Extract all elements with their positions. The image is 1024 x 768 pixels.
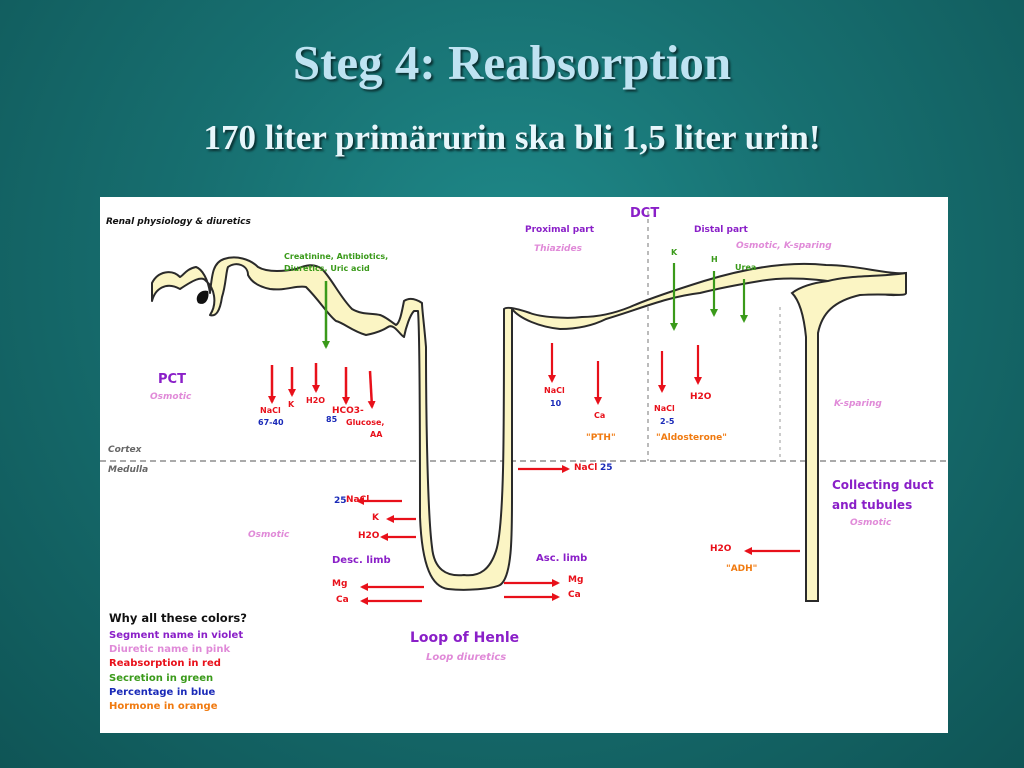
nephron-drawing xyxy=(100,211,948,605)
loop-asc-limb: Asc. limb xyxy=(536,553,588,564)
pct-diuretic: Osmotic xyxy=(150,392,192,402)
dct-pth: "PTH" xyxy=(586,433,616,443)
loop-desc-limb: Desc. limb xyxy=(332,555,391,566)
collecting-duct-label-line1: Collecting duct xyxy=(832,478,934,492)
dct-k-secretion: K xyxy=(671,248,678,257)
pct-hco3-pct: 85 xyxy=(326,415,338,424)
collecting-duct-label-line2: and tubules xyxy=(832,498,913,512)
dct-label: DCT xyxy=(630,206,660,221)
medulla-label: Medulla xyxy=(108,465,149,475)
collecting-k-sparing: K-sparing xyxy=(834,399,882,409)
collecting-osmotic: Osmotic xyxy=(850,518,892,528)
legend-item: Diuretic name in pink xyxy=(109,644,231,656)
bowman-capsule xyxy=(196,290,209,304)
loop-desc-nacl: NaCl xyxy=(346,495,370,505)
loop-desc-h2o: H2O xyxy=(358,531,380,541)
collecting-duct xyxy=(790,271,907,602)
nephron-diagram: Renal physiology & diuretics Cortex Medu… xyxy=(100,197,948,733)
slide-title: Steg 4: Reabsorption xyxy=(292,35,732,90)
legend-item: Percentage in blue xyxy=(109,686,216,698)
color-legend: Why all these colors? Segment name in vi… xyxy=(109,611,247,715)
loop-asc-mg: Mg xyxy=(568,575,584,585)
pct-k: K xyxy=(288,400,295,409)
dct-aldosterone: "Aldosterone" xyxy=(656,433,727,443)
pct-secretion-line1: Creatinine, Antibiotics, xyxy=(284,252,389,261)
loop-asc-nacl: NaCl xyxy=(574,463,598,473)
pct-hco3: HCO3- xyxy=(332,406,364,416)
dct-distal-part: Distal part xyxy=(694,225,748,235)
pct-nacl: NaCl xyxy=(260,406,281,415)
legend-item: Segment name in violet xyxy=(109,630,244,641)
dct-distal-nacl-pct: 2-5 xyxy=(660,417,675,426)
loop-osmotic: Osmotic xyxy=(248,530,290,540)
dct-distal-diuretic: Osmotic, K-sparing xyxy=(736,241,832,251)
collecting-h2o: H2O xyxy=(710,544,732,554)
pct-aa: AA xyxy=(370,430,383,439)
pct-secretion-line2: Diuretics, Uric acid xyxy=(284,264,370,273)
legend-item: Reabsorption in red xyxy=(109,658,221,670)
pct-h2o: H2O xyxy=(306,396,326,405)
loop-desc-ca: Ca xyxy=(336,595,349,605)
collecting-adh: "ADH" xyxy=(726,564,758,574)
loop-desc-nacl-pct: 25 xyxy=(334,496,347,506)
cortex-label: Cortex xyxy=(108,445,142,455)
pct-glucose: Glucose, xyxy=(346,418,385,427)
loop-label: Loop of Henle xyxy=(410,630,520,646)
loop-diuretic: Loop diuretics xyxy=(426,652,507,663)
loop-desc-mg: Mg xyxy=(332,579,348,589)
diagram-header: Renal physiology & diuretics xyxy=(106,217,251,227)
dct-ca: Ca xyxy=(594,411,606,420)
dct-distal-nacl: NaCl xyxy=(654,404,675,413)
loop-asc-nacl-pct: 25 xyxy=(600,463,613,473)
legend-item: Hormone in orange xyxy=(109,700,218,712)
dct-urea-secretion: Urea xyxy=(735,263,757,272)
dct-proximal-part: Proximal part xyxy=(525,225,595,235)
pct-nacl-pct: 67-40 xyxy=(258,418,284,427)
pct-label: PCT xyxy=(158,372,186,387)
dct-h2o: H2O xyxy=(690,392,712,402)
dct-nacl-pct: 10 xyxy=(550,399,562,408)
slide-subtitle: 170 liter primärurin ska bli 1,5 liter u… xyxy=(203,118,821,157)
legend-item: Secretion in green xyxy=(109,672,214,684)
dct-thiazides: Thiazides xyxy=(534,244,582,254)
legend-heading: Why all these colors? xyxy=(109,611,247,625)
dct-h-secretion: H xyxy=(711,255,718,264)
loop-asc-ca: Ca xyxy=(568,590,581,600)
loop-desc-k: K xyxy=(372,513,379,523)
dct-nacl: NaCl xyxy=(544,386,565,395)
